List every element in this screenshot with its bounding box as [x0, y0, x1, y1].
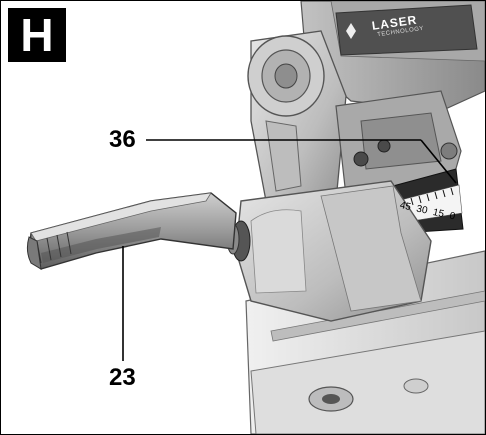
scale-label-45: 45: [398, 200, 412, 214]
leader-line-36-diag: [420, 139, 457, 184]
screw-1: [353, 151, 369, 167]
screw-2: [377, 139, 391, 153]
figure-letter-badge: H: [8, 8, 66, 62]
saw-base-slot: [270, 290, 485, 342]
scale-label-30: 30: [415, 203, 429, 217]
callout-36: 36: [109, 126, 136, 153]
callout-23: 23: [109, 364, 136, 391]
saw-base-front: [250, 330, 485, 434]
scale-label-15: 15: [431, 207, 445, 221]
scale-label-0: 0: [448, 210, 457, 223]
laser-badge-plate: [335, 4, 478, 56]
screw-3: [440, 142, 458, 160]
